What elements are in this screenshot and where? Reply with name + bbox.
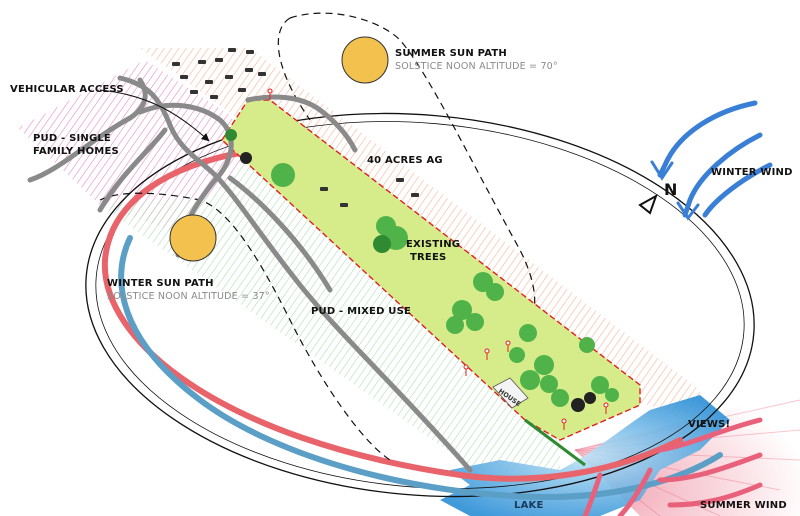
label-existing-trees: EXISTING [406,239,460,250]
zone-pud-single-family-hatch [18,60,250,230]
north-arrow-icon: N [638,180,678,215]
dock [524,418,586,467]
label-winter-sun-altitude: SOLSTICE NOON ALTITUDE = 37° [107,291,270,302]
roads [27,75,473,473]
label-winter-sun-path: WINTER SUN PATH [107,278,214,289]
wind-arrow-icon [650,160,674,181]
summer-wind-arrows [582,417,763,516]
winter-sun-path-arc [118,235,723,501]
label-views: VIEWS! [688,419,730,430]
sun-icon [341,36,389,84]
summer-sun-dashed-loop-left [277,17,311,121]
summer-sun-path-arc [101,149,683,482]
label-pud-single-family-line2: FAMILY HOMES [33,146,119,157]
label-40-acres-ag: 40 ACRES AG [367,155,443,166]
summer-sun-dashed-loop [289,12,536,351]
site-ellipse [85,112,755,498]
site-ellipse-inner [95,121,745,489]
label-pud-mixed-use: PUD - MIXED USE [311,306,411,317]
label-summer-sun-altitude: SOLSTICE NOON ALTITUDE = 70° [395,61,558,72]
winter-wind-arrows [650,100,773,221]
label-winter-wind: WINTER WIND [711,167,793,178]
label-lake: LAKE [514,500,544,511]
label-existing-trees-line2: TREES [410,252,446,263]
label-vehicular-access: VEHICULAR ACCESS [10,84,124,95]
sun-icon [169,214,217,262]
label-pud-single-family: PUD - SINGLE [33,133,111,144]
vehicular-access-leader [99,89,210,142]
svg-text:N: N [664,180,678,199]
label-summer-sun-path: SUMMER SUN PATH [395,48,507,59]
cow-icons [172,48,419,207]
boundary-markers [267,88,609,430]
tree-icons [225,129,619,412]
label-summer-wind: SUMMER WIND [700,500,787,511]
winter-sun-dashed-loop [99,192,391,461]
